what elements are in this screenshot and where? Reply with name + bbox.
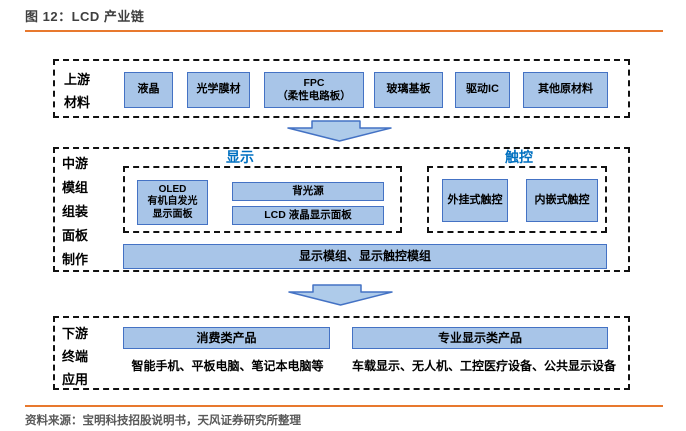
material-liquid-crystal: 液晶 xyxy=(124,72,173,108)
touch-in-cell: 内嵌式触控 xyxy=(526,179,598,222)
midstream-label-line-5: 制作 xyxy=(62,252,89,267)
midstream-section-label: 中游 模组 组装 面板 制作 xyxy=(62,152,88,272)
professional-products-bar: 专业显示类产品 xyxy=(352,327,608,349)
material-driver-ic: 驱动IC xyxy=(455,72,510,108)
material-glass-substrate: 玻璃基板 xyxy=(374,72,443,108)
down-arrow-icon xyxy=(288,284,393,306)
display-group-box xyxy=(123,166,402,233)
upstream-label-line-1: 上游 xyxy=(64,72,91,87)
downstream-label-line-2: 终端 xyxy=(62,349,89,364)
downstream-section-box xyxy=(53,316,630,390)
touch-group-box xyxy=(427,166,607,233)
down-arrow-icon xyxy=(287,120,392,142)
professional-products-desc: 车载显示、无人机、工控医疗设备、公共显示设备 xyxy=(351,359,616,373)
upstream-section-box xyxy=(53,59,630,118)
top-divider-line xyxy=(25,30,663,32)
display-backlight: 背光源 xyxy=(232,182,384,201)
material-fpc: FPC （柔性电路板） xyxy=(264,72,364,108)
downstream-label-line-3: 应用 xyxy=(62,372,89,387)
display-module-bar: 显示模组、显示触控模组 xyxy=(123,244,607,269)
midstream-label-line-3: 组装 xyxy=(62,204,89,219)
midstream-label-line-1: 中游 xyxy=(62,156,89,171)
downstream-label-line-1: 下游 xyxy=(62,326,89,341)
source-note: 资料来源：宝明科技招股说明书，天风证券研究所整理 xyxy=(25,415,301,427)
upstream-section-label: 上游 材料 xyxy=(64,68,90,114)
consumer-products-bar: 消费类产品 xyxy=(123,327,330,349)
touch-group-title: 触控 xyxy=(505,149,533,165)
material-other-raw: 其他原材料 xyxy=(523,72,608,108)
figure-title: 图 12：LCD 产业链 xyxy=(25,9,145,24)
midstream-section-box xyxy=(53,147,630,272)
bottom-divider-line xyxy=(25,405,663,407)
consumer-products-desc: 智能手机、平板电脑、笔记本电脑等 xyxy=(131,359,324,373)
downstream-section-label: 下游 终端 应用 xyxy=(62,322,88,391)
midstream-label-line-4: 面板 xyxy=(62,228,89,243)
display-lcd-panel: LCD 液晶显示面板 xyxy=(232,206,384,225)
material-optical-film: 光学膜材 xyxy=(187,72,250,108)
display-group-title: 显示 xyxy=(226,149,254,165)
display-oled-panel: OLED 有机自发光 显示面板 xyxy=(137,180,208,225)
touch-external: 外挂式触控 xyxy=(442,179,508,222)
midstream-label-line-2: 模组 xyxy=(62,180,89,195)
upstream-label-line-2: 材料 xyxy=(64,95,91,110)
